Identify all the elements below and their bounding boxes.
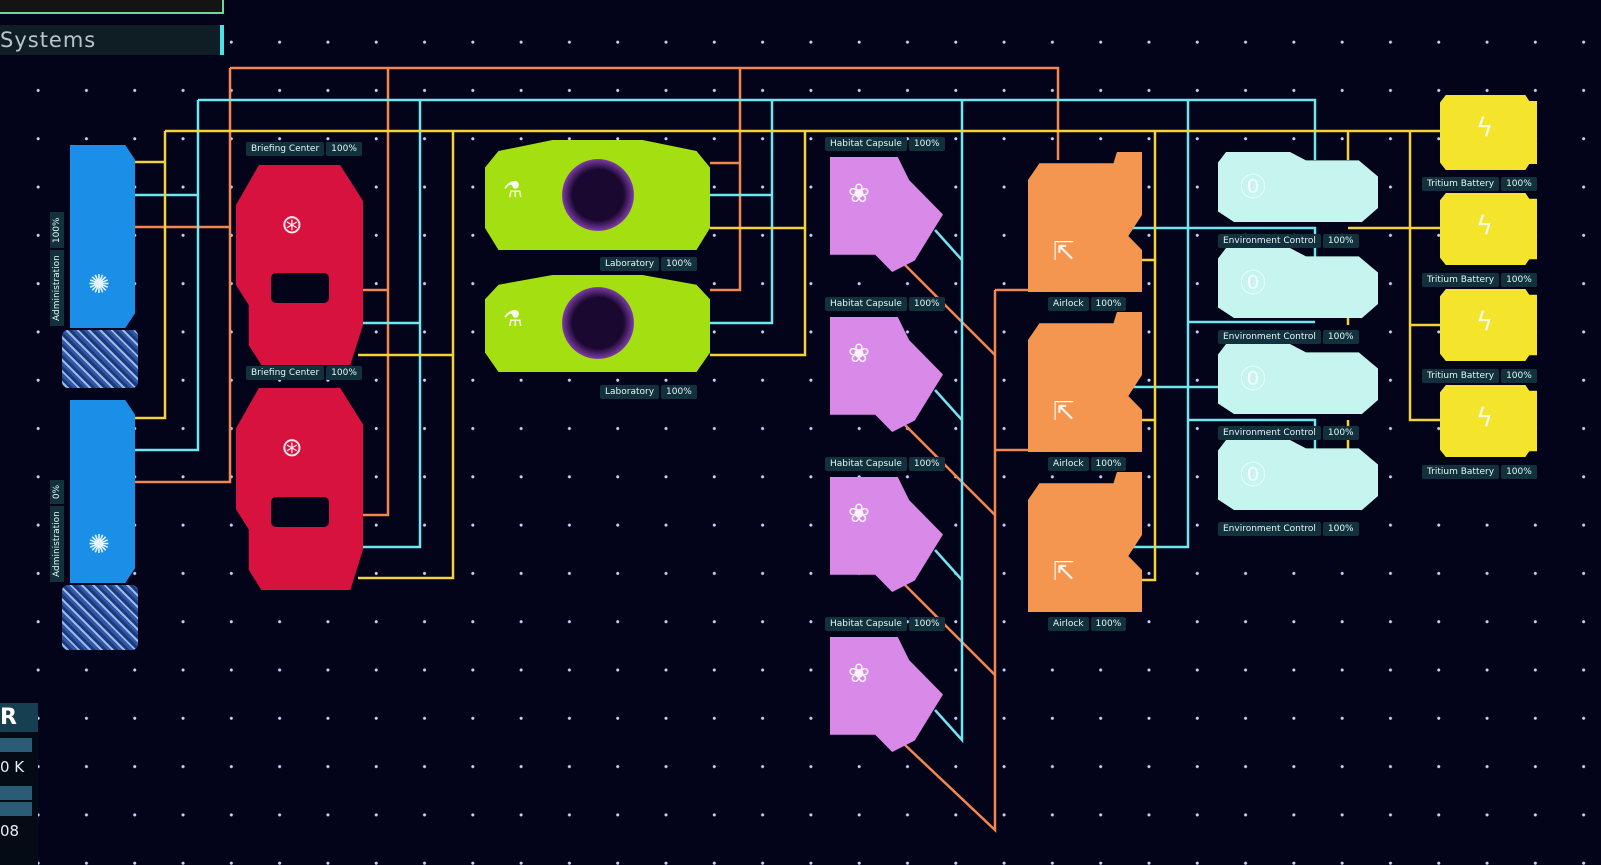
airlock-icon: ⇱ — [1053, 237, 1075, 267]
briefing-icon: ⊛ — [281, 433, 303, 463]
habitat-icon: ❀ — [848, 499, 870, 529]
airlock-module-3[interactable]: ⇱ — [1028, 472, 1142, 612]
lightning-icon: ϟ — [1476, 211, 1494, 241]
tritium-battery-module-2[interactable]: ϟ — [1440, 193, 1537, 265]
orange-wires — [135, 66, 1060, 833]
laboratory-icon: ⚗ — [503, 178, 523, 203]
laboratory-icon: ⚗ — [503, 307, 523, 332]
environment-icon: ⓪ — [1240, 461, 1267, 491]
environment-control-module-2[interactable]: ⓪ — [1218, 248, 1378, 318]
laboratory-orb — [562, 159, 634, 231]
resource-value-2: 08 — [0, 822, 20, 840]
environment-control-module-1[interactable]: ⓪ — [1218, 152, 1378, 222]
systems-header[interactable]: Systems — [0, 25, 224, 55]
briefing-icon: ⊛ — [281, 210, 303, 240]
lightning-icon: ϟ — [1476, 113, 1494, 143]
environment-icon: ⓪ — [1240, 365, 1267, 395]
airlock-icon: ⇱ — [1053, 557, 1075, 587]
administration-base-1 — [62, 330, 138, 388]
administration-module-2[interactable]: ✺ — [70, 400, 135, 583]
lightning-icon: ϟ — [1476, 403, 1494, 433]
administration-icon: ✺ — [88, 530, 110, 560]
cyan-wires — [135, 98, 1317, 744]
tritium-battery-module-1[interactable]: ϟ — [1440, 95, 1537, 170]
habitat-icon: ❀ — [848, 179, 870, 209]
briefing-center-module-2[interactable]: ⊛ — [236, 388, 363, 590]
administration-icon: ✺ — [88, 270, 110, 300]
environment-icon: ⓪ — [1240, 173, 1267, 203]
airlock-module-1[interactable]: ⇱ — [1028, 152, 1142, 292]
administration-base-2 — [62, 585, 138, 650]
environment-icon: ⓪ — [1240, 269, 1267, 299]
lightning-icon: ϟ — [1476, 307, 1494, 337]
habitat-icon: ❀ — [848, 339, 870, 369]
airlock-module-2[interactable]: ⇱ — [1028, 312, 1142, 452]
laboratory-module-2[interactable]: ⚗ — [485, 275, 710, 372]
resource-header: R — [0, 703, 38, 732]
resource-bar-3 — [0, 802, 32, 816]
airlock-icon: ⇱ — [1053, 397, 1075, 427]
resource-bar-1 — [0, 738, 32, 752]
resource-bar-2 — [0, 786, 32, 800]
laboratory-orb — [562, 287, 634, 359]
briefing-center-module-1[interactable]: ⊛ — [236, 165, 363, 365]
tritium-battery-module-3[interactable]: ϟ — [1440, 289, 1537, 361]
habitat-icon: ❀ — [848, 659, 870, 689]
tritium-battery-module-4[interactable]: ϟ — [1440, 385, 1537, 457]
resource-value-1: 0 K — [0, 758, 25, 776]
environment-control-module-3[interactable]: ⓪ — [1218, 344, 1378, 414]
laboratory-module-1[interactable]: ⚗ — [485, 140, 710, 250]
environment-control-module-4[interactable]: ⓪ — [1218, 440, 1378, 510]
resource-panel: R 0 K 08 — [0, 703, 38, 865]
administration-module-1[interactable]: ✺ — [70, 145, 135, 328]
top-panel — [0, 0, 224, 14]
